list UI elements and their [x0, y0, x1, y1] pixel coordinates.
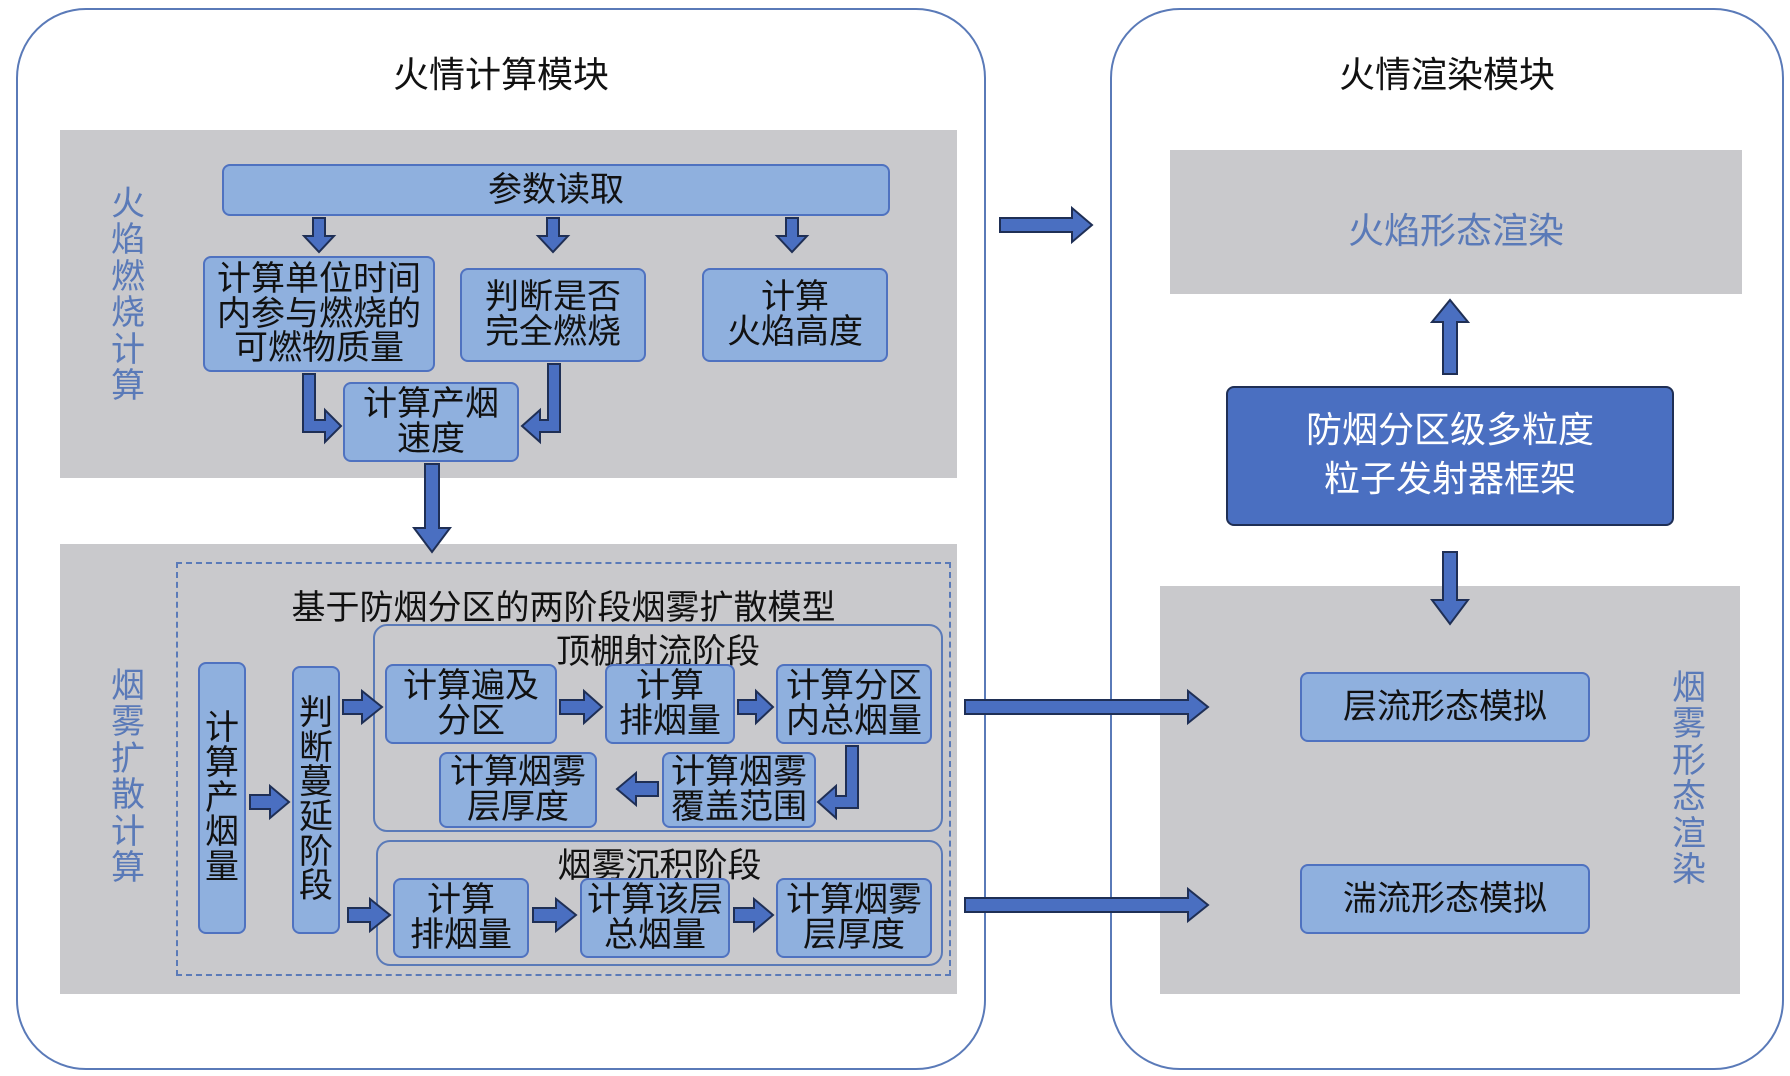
two-stage-model-title: 基于防烟分区的两阶段烟雾扩散模型 [291, 588, 836, 628]
ceiling-jet-stage-group [373, 624, 943, 832]
smoke-rate-box: 计算产烟 速度 [343, 382, 519, 462]
calc-coverage-zone-box: 计算遍及 分区 [385, 664, 557, 744]
combustible-mass-box: 计算单位时间 内参与燃烧的 可燃物质量 [203, 256, 435, 372]
smoke-spread-section-label: 烟 雾 扩 散 计 算 [111, 666, 145, 888]
judge-complete-combustion-box: 判断是否 完全燃烧 [460, 268, 646, 362]
combustion-section-label: 火 焰 燃 烧 计 算 [111, 184, 145, 406]
flame-render-label: 火焰形态渲染 [1347, 211, 1564, 252]
smoke-render-section-label: 烟 雾 形 态 渲 染 [1672, 668, 1706, 890]
emitter-framework-box: 防烟分区级多粒度 粒子发射器框架 [1226, 386, 1674, 526]
fire-calculation-module-title: 火情计算模块 [392, 55, 609, 96]
turbulent-simulation-box: 湍流形态模拟 [1300, 864, 1590, 934]
deposition-exhaust-box: 计算 排烟量 [393, 878, 529, 958]
judge-spread-stage-box: 判 断 蔓 延 阶 段 [292, 666, 340, 934]
ceiling-exhaust-box: 计算 排烟量 [605, 664, 735, 744]
arrow-combustion-to-flame-render [999, 205, 1094, 245]
two-stage-model-frame [176, 562, 951, 976]
param-read-box: 参数读取 [222, 164, 890, 216]
deposition-layer-thickness-box: 计算烟雾 层厚度 [776, 878, 932, 958]
zone-total-smoke-box: 计算分区 内总烟量 [776, 664, 932, 744]
calc-smoke-amount-box: 计 算 产 烟 量 [198, 662, 246, 934]
smoke-cover-range-box: 计算烟雾 覆盖范围 [662, 752, 816, 828]
layer-total-smoke-box: 计算该层 总烟量 [580, 878, 730, 958]
flame-height-box: 计算 火焰高度 [702, 268, 888, 362]
flame-render-section [1170, 150, 1742, 294]
laminar-simulation-box: 层流形态模拟 [1300, 672, 1590, 742]
fire-rendering-module-title: 火情渲染模块 [1338, 55, 1555, 96]
ceiling-layer-thickness-box: 计算烟雾 层厚度 [439, 752, 597, 828]
